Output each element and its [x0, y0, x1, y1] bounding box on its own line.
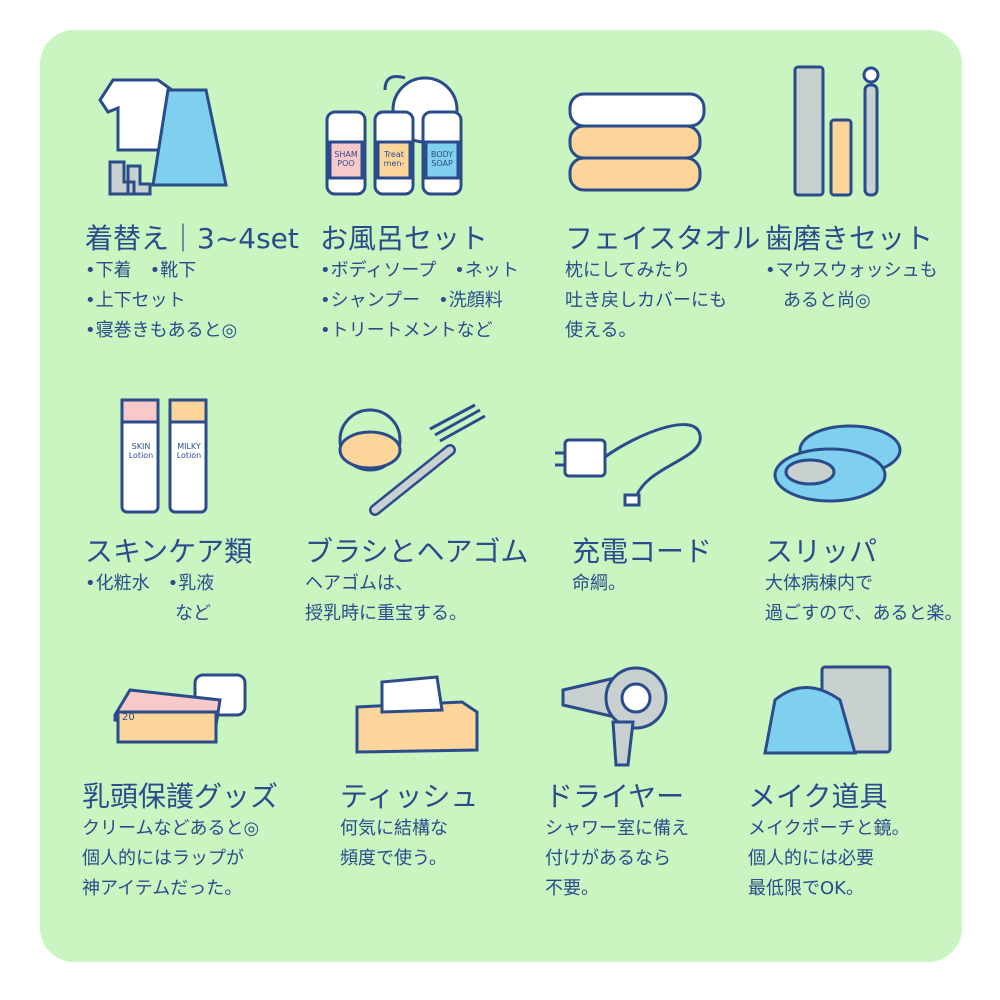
bottle-label: BODY SOAP [430, 150, 454, 168]
item-title: メイク道具 [748, 780, 888, 813]
item-line: •下着 •靴下 [85, 260, 197, 281]
item-title: 充電コード [572, 535, 713, 568]
item-line: 不要。 [545, 878, 599, 899]
bath-set-illustration: SHAM POO Treat men- BODY SOAP [325, 70, 475, 204]
item-charging-cord: 充電コード 命綱。 [572, 535, 802, 599]
item-title: 歯磨きセット [765, 222, 934, 255]
item-line: など [85, 603, 211, 624]
item-title: 着替え｜3~4set [85, 222, 299, 255]
item-line: •化粧水 •乳液 [85, 573, 215, 594]
item-line: シャワー室に備え [545, 818, 689, 839]
clothes-illustration [98, 70, 238, 204]
bottle-label: SKIN Lotion [128, 442, 154, 460]
item-line: 吐き戻しカバーにも [565, 290, 727, 311]
item-tissue: ティッシュ 何気に結構な 頻度で使う。 [340, 780, 570, 874]
item-skincare: スキンケア類 •化粧水 •乳液 など [85, 535, 315, 629]
item-makeup: メイク道具 メイクポーチと鏡。 個人的には必要 最低限でOK。 [748, 780, 978, 904]
item-line: 付けがあるなら [545, 848, 671, 869]
item-line: 授乳時に重宝する。 [305, 603, 467, 624]
item-title: お風呂セット [320, 222, 489, 255]
item-line: 枕にしてみたり [565, 260, 691, 281]
item-title: スキンケア類 [85, 535, 253, 568]
item-title: スリッパ [765, 535, 878, 568]
toothbrush-set-illustration [793, 65, 893, 204]
item-toothbrush-set: 歯磨きセット •マウスウォッシュも あると尚◎ [765, 222, 995, 316]
charging-cord-illustration [555, 415, 705, 519]
item-title: フェイスタオル [565, 222, 761, 255]
bottle-label: Treat men- [383, 150, 405, 168]
item-title: ドライヤー [545, 780, 685, 813]
item-line: 個人的には必要 [748, 848, 874, 869]
item-line: 過ごすので、あると楽。 [765, 603, 963, 624]
box-label: 20 [122, 712, 135, 723]
item-nipple-care: 乳頭保護グッズ クリームなどあると◎ 個人的にはラップが 神アイテムだった。 [82, 780, 312, 904]
nipple-care-illustration: 20 [110, 670, 255, 754]
brush-hairtie-illustration [335, 403, 486, 524]
item-line: 神アイテムだった。 [82, 878, 243, 899]
item-title: 乳頭保護グッズ [82, 780, 279, 813]
item-line: •上下セット [85, 290, 186, 311]
item-line: •マウスウォッシュも [765, 260, 938, 281]
item-line: 最低限でOK。 [748, 878, 864, 899]
item-line: •トリートメントなど [320, 320, 493, 341]
item-slippers: スリッパ 大体病棟内で 過ごすので、あると楽。 [765, 535, 995, 629]
skincare-illustration: SKIN Lotion MILKY Lotion [120, 398, 210, 520]
item-line: 頻度で使う。 [340, 848, 447, 869]
hair-dryer-illustration [558, 660, 678, 774]
item-line: •寝巻きもあると◎ [85, 320, 238, 341]
item-bath-set: お風呂セット •ボディソープ •ネット •シャンプー •洗顔料 •トリートメント… [320, 222, 550, 346]
bottle-label: MILKY Lotion [176, 442, 202, 460]
item-clothes: 着替え｜3~4set •下着 •靴下 •上下セット •寝巻きもあると◎ [85, 222, 315, 346]
makeup-illustration [760, 665, 895, 764]
item-line: メイクポーチと鏡。 [748, 818, 910, 839]
towel-illustration [568, 88, 718, 202]
item-line: 大体病棟内で [765, 573, 873, 594]
item-brush-hairtie: ブラシとヘアゴム ヘアゴムは、 授乳時に重宝する。 [305, 535, 535, 629]
item-line: 個人的にはラップが [82, 848, 244, 869]
item-line: クリームなどあると◎ [82, 818, 260, 839]
item-face-towel: フェイスタオル 枕にしてみたり 吐き戻しカバーにも 使える。 [565, 222, 795, 346]
item-line: 使える。 [565, 320, 637, 341]
item-line: •ボディソープ •ネット [320, 260, 519, 281]
item-line: •シャンプー •洗顔料 [320, 290, 503, 311]
bottle-label: SHAM POO [334, 150, 358, 168]
item-line: あると尚◎ [765, 290, 871, 311]
tissue-illustration [352, 672, 482, 761]
item-line: 命綱。 [572, 573, 626, 594]
item-title: ブラシとヘアゴム [305, 535, 529, 568]
item-line: 何気に結構な [340, 818, 448, 839]
slippers-illustration [770, 420, 905, 509]
item-title: ティッシュ [340, 780, 479, 813]
item-hair-dryer: ドライヤー シャワー室に備え 付けがあるなら 不要。 [545, 780, 775, 904]
item-line: ヘアゴムは、 [305, 573, 413, 594]
